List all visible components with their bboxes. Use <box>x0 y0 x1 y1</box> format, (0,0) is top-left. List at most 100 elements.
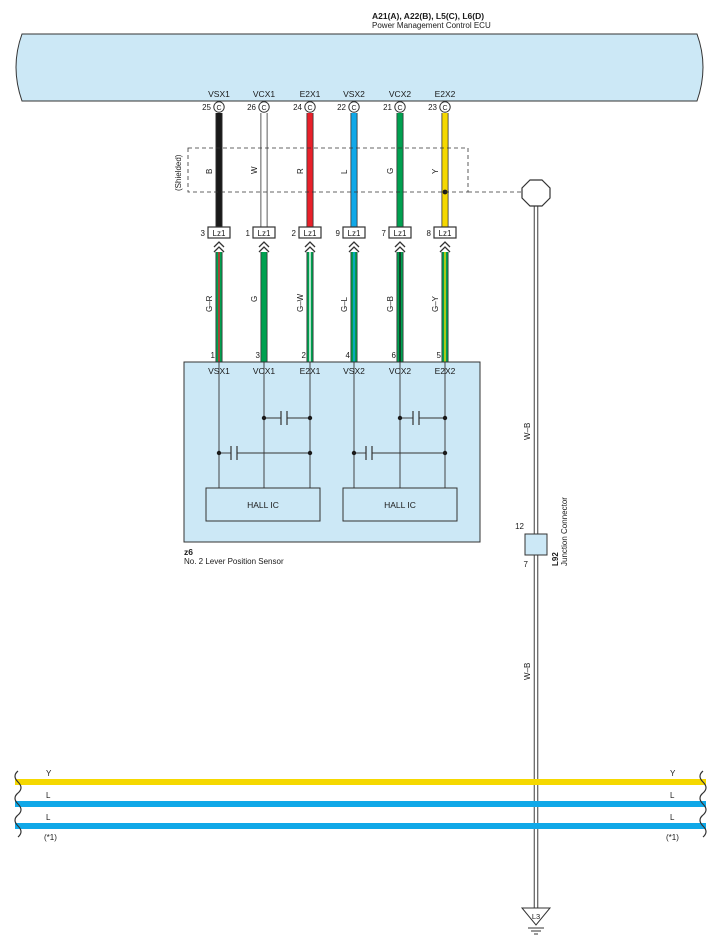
sensor-pin-number: 5 <box>437 351 442 360</box>
ecu-wire-color: G <box>386 168 395 174</box>
harness-wire-code: G–R <box>205 295 214 312</box>
ecu-wire-color: L <box>340 169 349 174</box>
lz-pin-number: 8 <box>427 229 432 238</box>
bus-break-left <box>14 814 22 838</box>
hall-ic-right-label: HALL IC <box>384 500 416 510</box>
lz-terminal <box>394 241 406 253</box>
lz-connector-code: Lz1 <box>304 229 317 238</box>
lz-pin-number: 7 <box>382 229 387 238</box>
sensor-name: No. 2 Lever Position Sensor <box>184 557 284 566</box>
ecu-pin-connector <box>213 101 225 113</box>
lz-terminal <box>304 241 316 253</box>
ecu-wire-color: B <box>205 169 214 174</box>
bus-label-right: Y <box>670 769 676 778</box>
capacitor-left-upper <box>280 411 288 425</box>
ecu-name: Power Management Control ECU <box>372 21 491 30</box>
ecu-pin-connector-code: C <box>216 105 221 112</box>
ground-triangle <box>520 907 552 926</box>
bus-break-right <box>699 770 707 794</box>
ecu-pins: VSX1C25VCX1C26E2X1C24VSX2C22VCX2C21E2X2C… <box>202 89 456 113</box>
bus-break-right <box>699 814 707 838</box>
ecu-panel <box>15 33 704 102</box>
lz-pin-number: 1 <box>246 229 251 238</box>
ecu-pin-connector <box>394 101 406 113</box>
harness-wire-code: G–B <box>386 296 395 312</box>
harness-wire-code: G <box>250 296 259 302</box>
lz-terminal <box>348 241 360 253</box>
ground-icon <box>528 927 544 935</box>
ecu-pin-connector-code: C <box>307 105 312 112</box>
ecu-pin-label: E2X1 <box>300 89 321 99</box>
capacitor-right-lower <box>365 446 373 460</box>
ecu-pin-connector-code: C <box>351 105 356 112</box>
junction-dots-left <box>216 415 313 456</box>
lz-pin-number: 3 <box>201 229 206 238</box>
sensor-pin-number: 3 <box>256 351 261 360</box>
bus-break-left <box>14 792 22 816</box>
bus-label-left: L <box>46 813 51 822</box>
ecu-pin-number: 24 <box>293 103 302 112</box>
ground-code: L3 <box>532 912 540 921</box>
lz-connector-code: Lz1 <box>394 229 407 238</box>
hall-ic-left <box>205 487 321 522</box>
lz-connector-code: Lz1 <box>439 229 452 238</box>
harness-wire-code: G–W <box>296 293 305 312</box>
junction-pin-top: 12 <box>515 522 524 531</box>
lz-connector-box <box>207 226 231 239</box>
ecu-pin-connector <box>258 101 270 113</box>
junction-connector <box>524 533 548 556</box>
sensor-pin-number: 1 <box>211 351 216 360</box>
sensor-code: z6 <box>184 547 193 557</box>
ecu-wire-color: Y <box>431 168 440 174</box>
ecu-pin-connector-code: C <box>261 105 266 112</box>
lz-connector-box <box>433 226 457 239</box>
ecu-pin-connector-code: C <box>442 105 447 112</box>
harness-wire-code: G–L <box>340 296 349 312</box>
ecu-pin-label: E2X2 <box>435 89 456 99</box>
bus-label-right: L <box>670 813 675 822</box>
sensor-pin-number: 2 <box>302 351 307 360</box>
bus-label-left: L <box>46 791 51 800</box>
ecu-pin-connector <box>439 101 451 113</box>
bus-note-left: (*1) <box>44 833 57 842</box>
ground-wire-code-lower: W–B <box>523 663 532 680</box>
sensor-pin-number: 6 <box>392 351 397 360</box>
lz-terminal <box>213 241 225 253</box>
ecu-pin-number: 22 <box>337 103 346 112</box>
lz-connector-box <box>342 226 366 239</box>
shield-label: (Shielded) <box>174 154 183 191</box>
ecu-pin-label: VSX2 <box>343 89 365 99</box>
junction-pin-bottom: 7 <box>524 560 529 569</box>
lz-connector-box <box>298 226 322 239</box>
ecu-pin-connector <box>348 101 360 113</box>
ecu-pin-number: 25 <box>202 103 211 112</box>
ecu-codes: A21(A), A22(B), L5(C), L6(D) <box>372 11 484 21</box>
lz-pin-number: 2 <box>292 229 297 238</box>
harness-wire-code: G–Y <box>431 295 440 312</box>
ground-wire-code-upper: W–B <box>523 423 532 440</box>
lz-connector-code: Lz1 <box>348 229 361 238</box>
lz-connector-code: Lz1 <box>258 229 271 238</box>
bus-label-right: L <box>670 791 675 800</box>
ecu-pin-connector-code: C <box>397 105 402 112</box>
lz-pin-number: 9 <box>336 229 341 238</box>
ecu-pin-label: VCX2 <box>389 89 411 99</box>
ecu-pin-number: 23 <box>428 103 437 112</box>
ecu-pin-connector <box>304 101 316 113</box>
lz-connector-code: Lz1 <box>213 229 226 238</box>
lz-terminal <box>439 241 451 253</box>
shield-box <box>187 147 469 193</box>
sensor-pin-number: 4 <box>346 351 351 360</box>
bus-note-right: (*1) <box>666 833 679 842</box>
hall-ic-right <box>342 487 458 522</box>
junction-name: Junction Connector <box>560 497 569 566</box>
junction-dots-right <box>351 415 448 456</box>
capacitor-right-upper <box>412 411 420 425</box>
bus-break-left <box>14 770 22 794</box>
lz-terminal <box>258 241 270 253</box>
shield-ground-octagon <box>521 179 551 207</box>
